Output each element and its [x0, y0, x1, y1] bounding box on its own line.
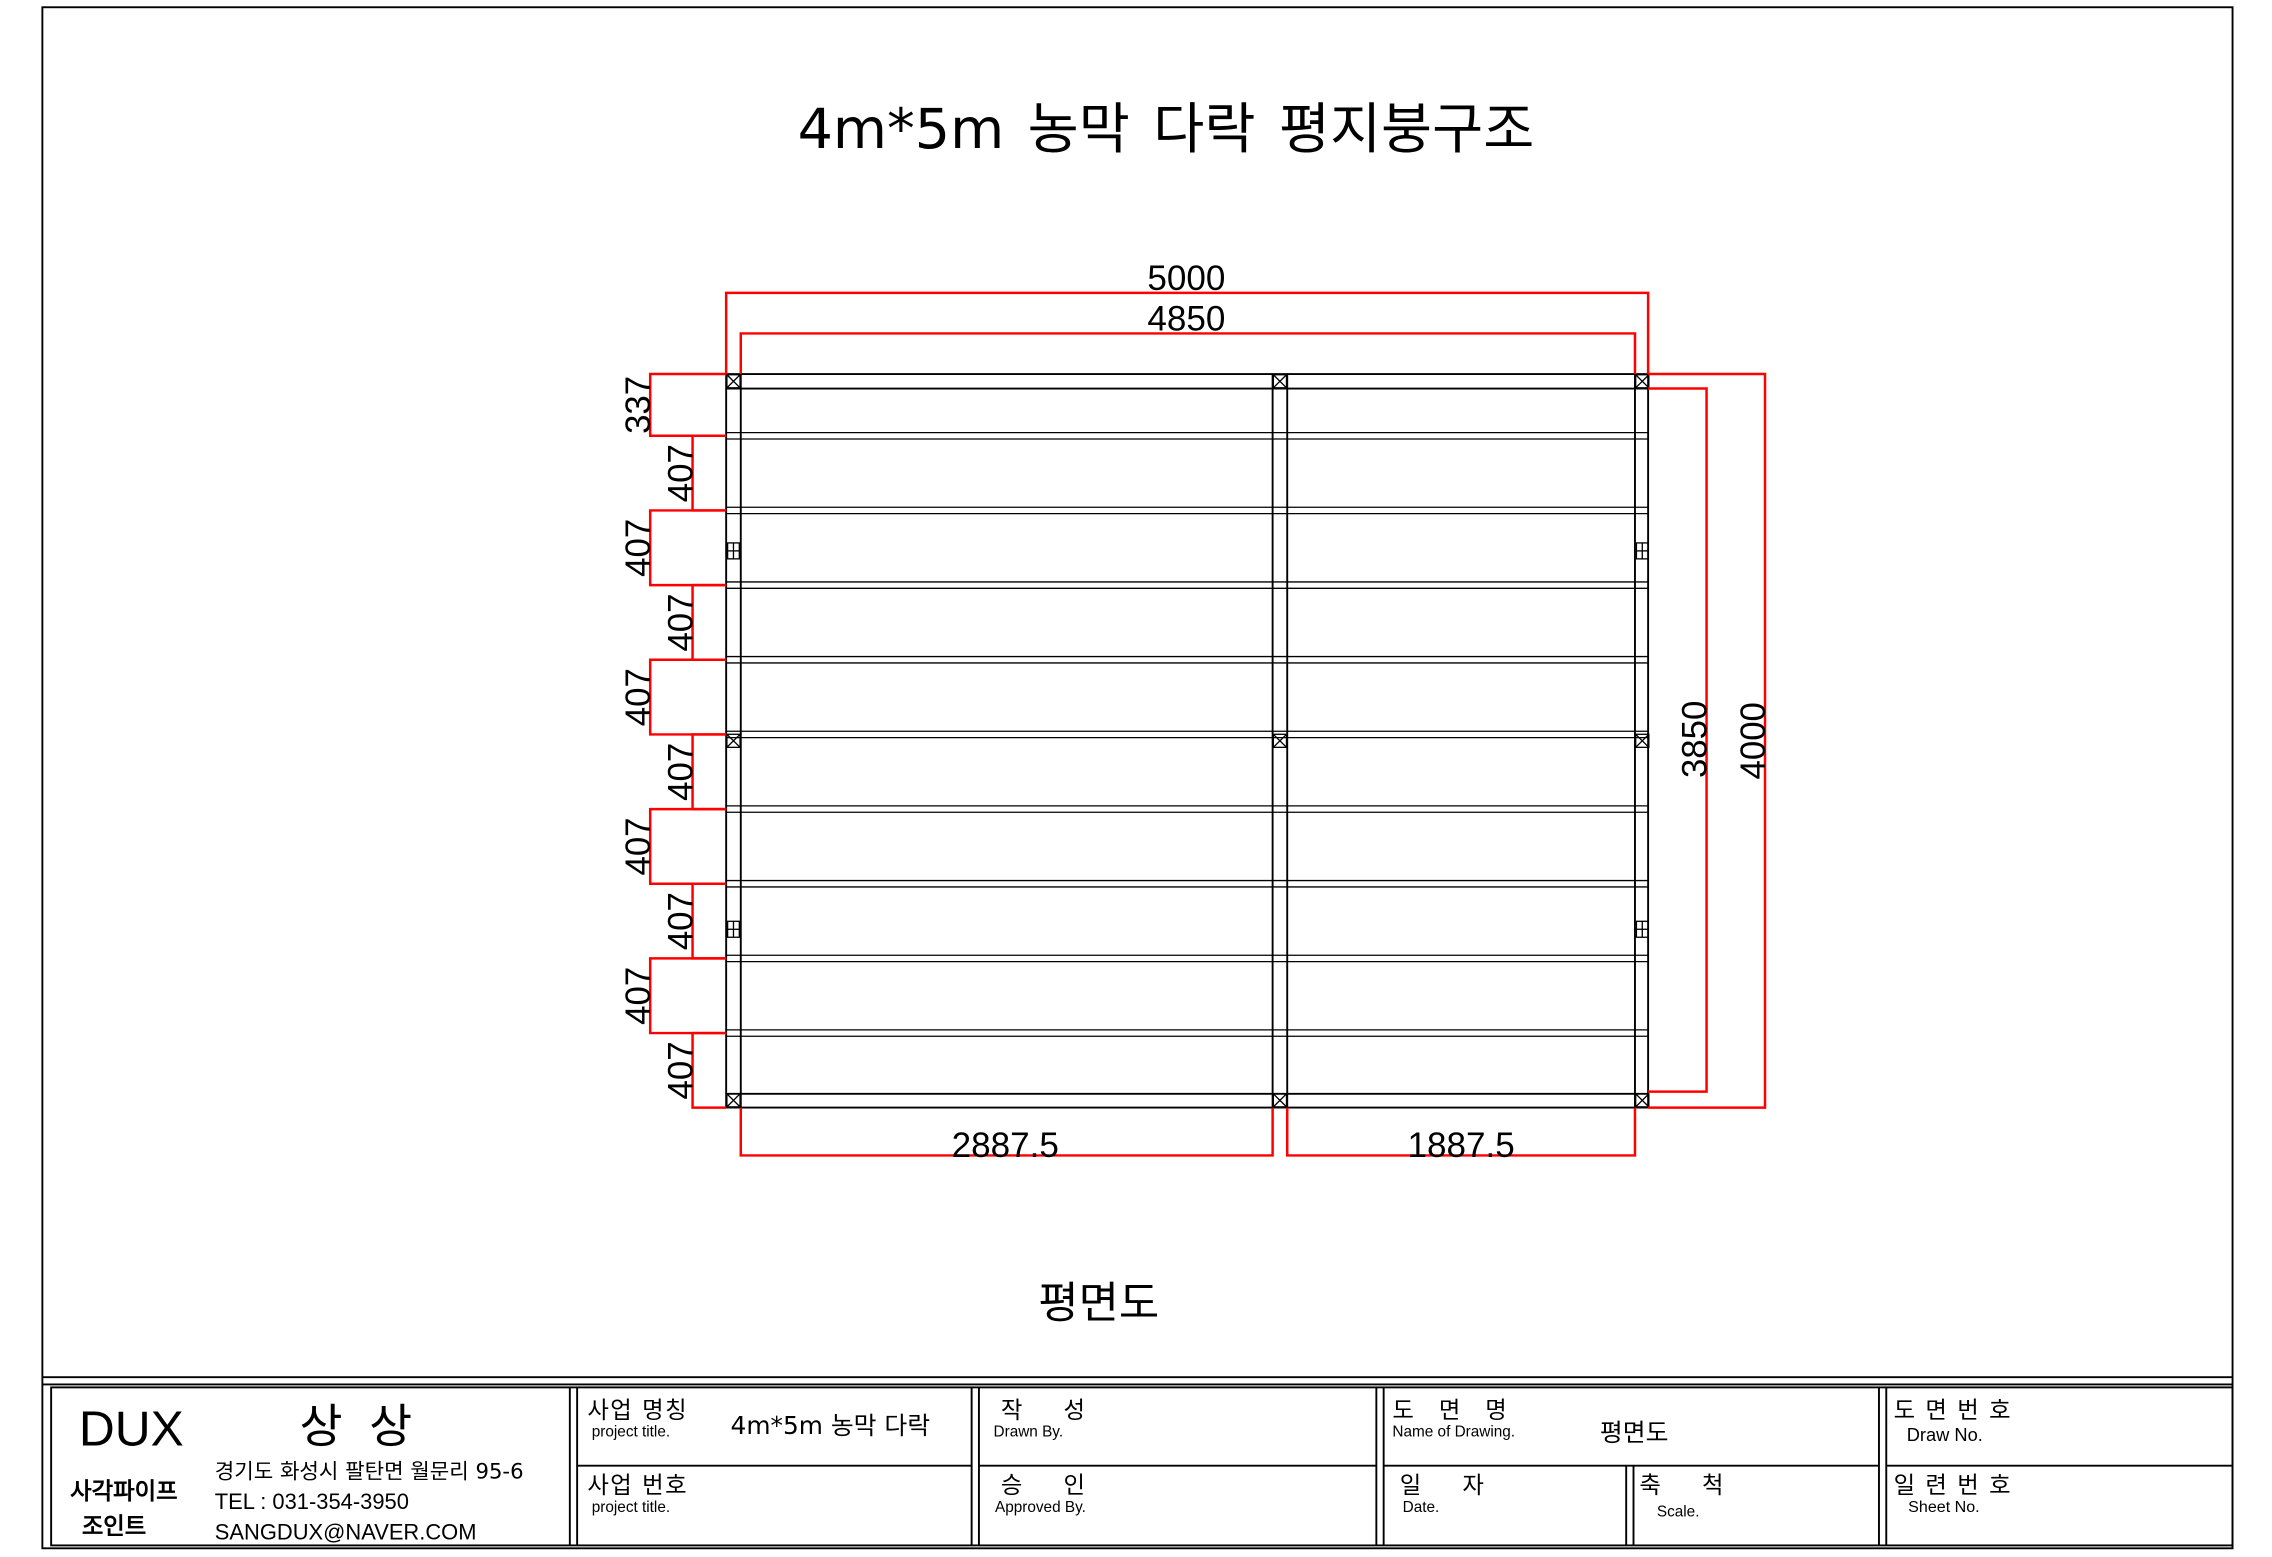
rafter — [726, 805, 1649, 813]
drawing-name-sublabel: Name of Drawing. — [1392, 1424, 1515, 1441]
author-cell: 작 성 Drawn By. 승 인 Approved By. — [994, 1397, 1094, 1516]
dimension-line-rafter-spacing — [691, 1031, 727, 1109]
dimension-line-overall-width — [724, 291, 1650, 375]
dimension-label-overall-depth: 4000 — [1734, 702, 1773, 779]
drawn-by-label: 작 성 — [1001, 1397, 1094, 1424]
dimension-label-left-bay: 2887.5 — [952, 1126, 1059, 1165]
rafters — [726, 431, 1649, 1037]
rafter — [726, 730, 1649, 739]
drawing-number-label: 도 면 번 호 — [1894, 1397, 2012, 1424]
dimension-line-rafter-spacing — [648, 658, 727, 736]
company-email: SANGDUX@NAVER.COM — [215, 1520, 477, 1545]
company-phone: TEL : 031-354-3950 — [215, 1489, 409, 1514]
project-number-sublabel: project title. — [592, 1499, 670, 1516]
dimension-line-rafter-spacing — [648, 807, 727, 885]
drawing-name-label: 도 면 명 — [1392, 1397, 1515, 1424]
dimension-top: 5000 4850 — [724, 259, 1650, 375]
post-right — [1634, 374, 1650, 1108]
post-left — [725, 374, 742, 1108]
scale-sublabel: Scale. — [1657, 1503, 1700, 1520]
company-address: 경기도 화성시 팔탄면 월문리 95-6 — [215, 1459, 524, 1484]
drawing-info-cell: 도 면 명 Name of Drawing. 평면도 일 자 Date. 축 척… — [1392, 1397, 1732, 1520]
approved-by-sublabel: Approved By. — [995, 1499, 1086, 1516]
page-border — [41, 6, 2234, 1550]
beam-top — [726, 373, 1649, 390]
drawing-number-sublabel: Draw No. — [1907, 1425, 1983, 1445]
dimension-left-chain: 337 407 407 407 407 407 407 407 407 407 — [619, 372, 727, 1109]
dimension-label-rafter-spacing: 407 — [619, 668, 658, 726]
drawing-name-value: 평면도 — [1600, 1418, 1669, 1447]
project-name-sublabel: project title. — [592, 1424, 670, 1441]
dimension-line-right-bay — [1285, 1107, 1637, 1157]
dimension-line-rafter-spacing — [648, 509, 727, 587]
drawing-title: 4m*5m 농막 다락 평지붕구조 — [798, 98, 1535, 162]
drawing-number-cell: 도 면 번 호 Draw No. 일 련 번 호 Sheet No. — [1894, 1397, 2012, 1516]
dimension-line-rafter-spacing — [648, 372, 727, 438]
rafter — [726, 581, 1649, 589]
product-line-1: 사각파이프 — [70, 1478, 177, 1505]
dimension-label-rafter-spacing: 407 — [661, 1041, 700, 1099]
dimension-line-overall-depth — [1648, 372, 1767, 1109]
dimension-label-rafter-spacing: 407 — [661, 593, 700, 651]
dimension-label-rafter-spacing: 407 — [619, 967, 658, 1025]
company-cell: DUX 상 상 사각파이프 조인트 경기도 화성시 팔탄면 월문리 95-6 T… — [70, 1400, 523, 1545]
rafter — [726, 954, 1649, 963]
project-number-label: 사업 번호 — [587, 1472, 688, 1499]
dimension-label-right-bay: 1887.5 — [1407, 1126, 1514, 1165]
scale-label: 축 척 — [1639, 1472, 1732, 1499]
product-line-2: 조인트 — [82, 1513, 146, 1540]
title-block: DUX 상 상 사각파이프 조인트 경기도 화성시 팔탄면 월문리 95-6 T… — [42, 1376, 2234, 1547]
date-sublabel: Date. — [1403, 1499, 1440, 1516]
view-subtitle: 평면도 — [1038, 1278, 1159, 1329]
frame-plan — [725, 373, 1650, 1109]
dimension-label-rafter-spacing: 407 — [619, 519, 658, 577]
dimension-label-rafter-spacing: 407 — [661, 743, 700, 801]
project-name-label: 사업 명칭 — [587, 1397, 688, 1424]
dimension-line-rafter-spacing — [648, 957, 727, 1035]
rafter — [726, 506, 1649, 515]
date-label: 일 자 — [1400, 1472, 1493, 1499]
dimension-label-inner-width: 4850 — [1147, 300, 1225, 339]
rafter — [726, 879, 1649, 888]
dimension-label-rafter-spacing: 407 — [661, 444, 700, 502]
rafter — [726, 1029, 1649, 1037]
dimension-label-rafter-spacing: 337 — [619, 376, 658, 434]
rafter — [726, 431, 1649, 440]
dimension-bottom: 2887.5 1887.5 — [739, 1107, 1637, 1165]
dimension-label-rafter-spacing: 407 — [661, 892, 700, 950]
dimension-line-left-bay — [739, 1107, 1274, 1157]
dimension-line-inner-depth — [1648, 387, 1708, 1093]
project-cell: 사업 명칭 project title. 4m*5m 농막 다락 사업 번호 p… — [587, 1397, 930, 1516]
drawn-by-sublabel: Drawn By. — [994, 1424, 1064, 1441]
post-middle — [1271, 374, 1289, 1108]
sheet-number-sublabel: Sheet No. — [1908, 1499, 1979, 1516]
dimension-right: 3850 4000 — [1648, 372, 1773, 1109]
company-brand-name: 상 상 — [300, 1400, 418, 1454]
dimension-line-inner-width — [739, 332, 1637, 375]
sheet-number-label: 일 련 번 호 — [1894, 1472, 2012, 1499]
company-logo-text: DUX — [79, 1402, 184, 1457]
approved-by-label: 승 인 — [1001, 1472, 1094, 1499]
beam-bottom — [726, 1092, 1649, 1109]
rafter — [726, 655, 1649, 664]
dimension-label-rafter-spacing: 407 — [619, 817, 658, 875]
dimension-label-overall-width: 5000 — [1147, 259, 1225, 298]
dimension-label-inner-depth: 3850 — [1675, 701, 1714, 778]
project-name-value: 4m*5m 농막 다락 — [731, 1411, 931, 1440]
